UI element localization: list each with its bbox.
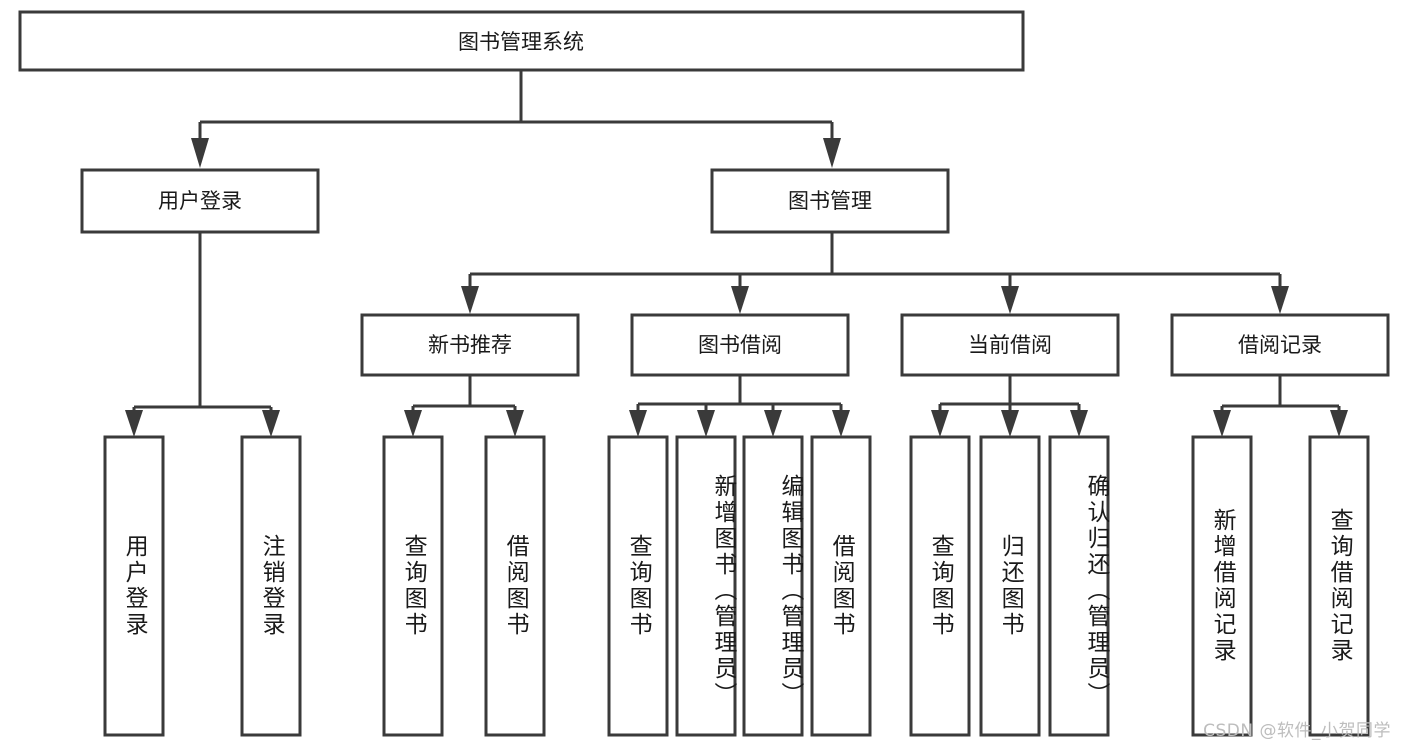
node-leaf-edit-book-box[interactable] [742,435,804,737]
csdn-watermark: CSDN @软件_小贺同学 [1203,721,1391,741]
arrow-head-leaf-user-login [125,410,143,437]
node-new-book-recommend[interactable]: 新书推荐 [360,313,580,377]
node-leaf-logout-login-box[interactable] [240,435,302,737]
node-root-label: 图书管理系统 [458,30,584,54]
node-leaf-query-book-1-box[interactable] [382,435,444,737]
arrow-head-current-borrow [1001,286,1019,314]
connector-group-new-book-recommend [404,375,524,437]
arrow-head-leaf-query-book-3 [931,410,949,437]
arrow-head-leaf-logout-login [262,410,280,437]
node-leaf-user-login-box[interactable] [103,435,165,737]
node-borrow-record-box[interactable] [1170,313,1390,377]
node-book-borrow[interactable]: 图书借阅 [630,313,850,377]
node-leaf-return-book-box[interactable] [979,435,1041,737]
node-borrow-record-label: 借阅记录 [1238,333,1322,357]
arrow-head-leaf-borrow-book-1 [506,410,524,437]
connector-group-root [191,70,841,168]
node-book-management[interactable]: 图书管理 [710,168,950,234]
arrow-head-leaf-edit-book [764,410,782,437]
arrow-head-leaf-query-record [1330,410,1348,437]
node-book-management-box[interactable] [710,168,950,234]
arrow-head-book-management [823,138,841,168]
node-leaf-add-record-box[interactable] [1191,435,1253,737]
node-user-login-box[interactable] [80,168,320,234]
node-root-box[interactable] [18,10,1025,72]
node-leaf-query-book-3-box[interactable] [909,435,971,737]
node-root[interactable]: 图书管理系统 [18,10,1025,72]
connector-group-current-borrow [931,375,1088,437]
node-leaf-query-record-box[interactable] [1308,435,1370,737]
node-leaf-query-book-2-box[interactable] [607,435,669,737]
node-book-management-label: 图书管理 [788,189,872,213]
connector-group-borrow-record [1213,375,1348,437]
arrow-head-leaf-return-book [1001,410,1019,437]
arrow-head-borrow-record [1271,286,1289,314]
node-current-borrow-label: 当前借阅 [968,333,1052,357]
node-book-borrow-label: 图书借阅 [698,333,782,357]
node-leaf-confirm-return-box[interactable] [1048,435,1110,737]
node-current-borrow-box[interactable] [900,313,1120,377]
node-new-book-recommend-label: 新书推荐 [428,333,512,357]
node-new-book-recommend-box[interactable] [360,313,580,377]
arrow-head-leaf-add-book [697,410,715,437]
arrow-head-book-borrow [731,286,749,314]
node-leaf-add-book-box[interactable] [675,435,737,737]
node-user-login-label: 用户登录 [158,189,242,213]
node-user-login[interactable]: 用户登录 [80,168,320,234]
arrow-head-leaf-add-record [1213,410,1231,437]
arrow-head-leaf-confirm-return [1070,410,1088,437]
connector-group-book-borrow [629,375,850,437]
arrow-head-new-book-recommend [461,286,479,314]
connector-group-book-management [461,232,1289,314]
node-leaf-borrow-book-2-box[interactable] [810,435,872,737]
arrow-head-leaf-query-book-1 [404,410,422,437]
arrow-head-user-login [191,138,209,168]
node-book-borrow-box[interactable] [630,313,850,377]
node-borrow-record[interactable]: 借阅记录 [1170,313,1390,377]
connector-group-user-login [125,232,280,437]
arrow-head-leaf-borrow-book-2 [832,410,850,437]
node-leaf-borrow-book-1-box[interactable] [484,435,546,737]
node-current-borrow[interactable]: 当前借阅 [900,313,1120,377]
arrow-head-leaf-query-book-2 [629,410,647,437]
